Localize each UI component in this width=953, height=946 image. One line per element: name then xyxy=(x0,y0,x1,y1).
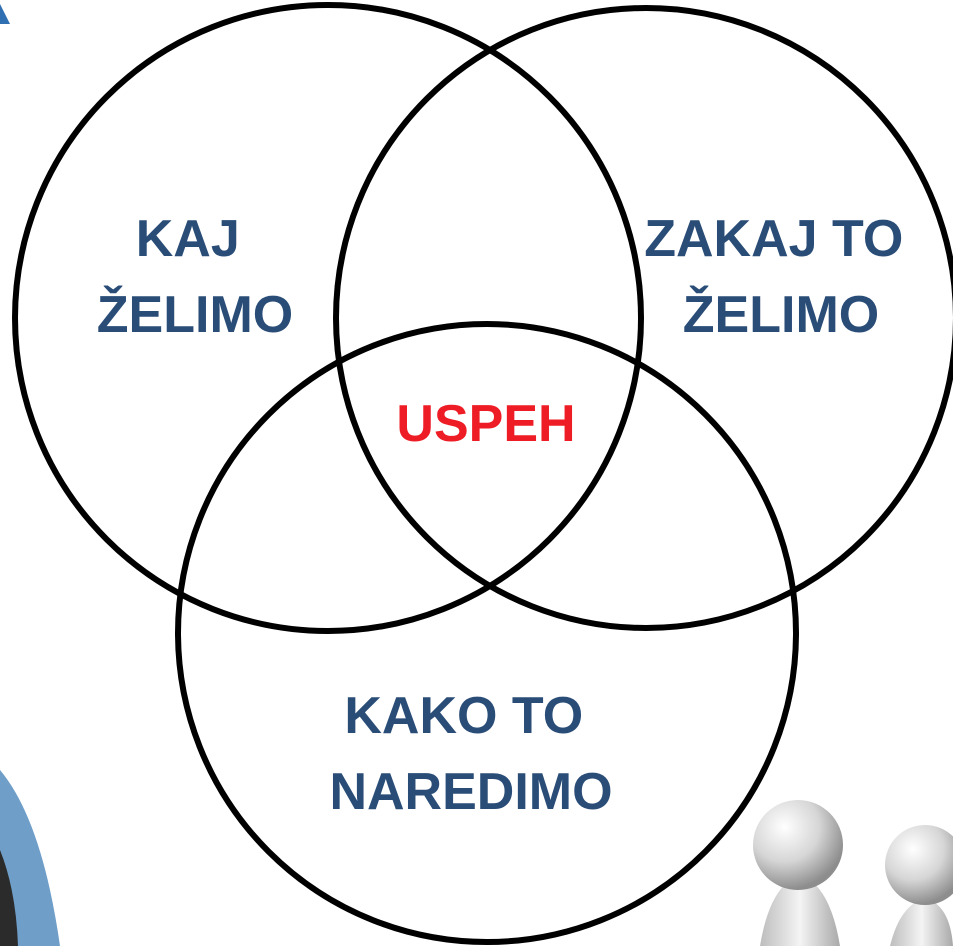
3d-people-figures-icon xyxy=(753,800,953,946)
set-label-right-line1: ZAKAJ TO xyxy=(644,210,903,268)
set-label-left-line1: KAJ xyxy=(136,210,240,268)
set-label-left-line2: ŽELIMO xyxy=(97,285,293,344)
blue-arc-decoration-icon xyxy=(0,770,60,946)
venn-circle-right xyxy=(333,5,953,631)
set-label-right-line2: ŽELIMO xyxy=(683,285,879,344)
set-label-right: ZAKAJ TO ŽELIMO xyxy=(644,210,918,344)
set-label-bottom-line1: KAKO TO xyxy=(344,687,583,745)
venn-circle-left xyxy=(12,2,644,634)
venn-circle-bottom xyxy=(175,321,799,945)
blue-corner-tab-icon xyxy=(0,4,10,24)
set-label-left: KAJ ŽELIMO xyxy=(97,210,293,344)
set-label-bottom: KAKO TO NAREDIMO xyxy=(329,687,612,821)
set-label-bottom-line2: NAREDIMO xyxy=(329,763,612,821)
intersection-label: USPEH xyxy=(396,395,575,453)
